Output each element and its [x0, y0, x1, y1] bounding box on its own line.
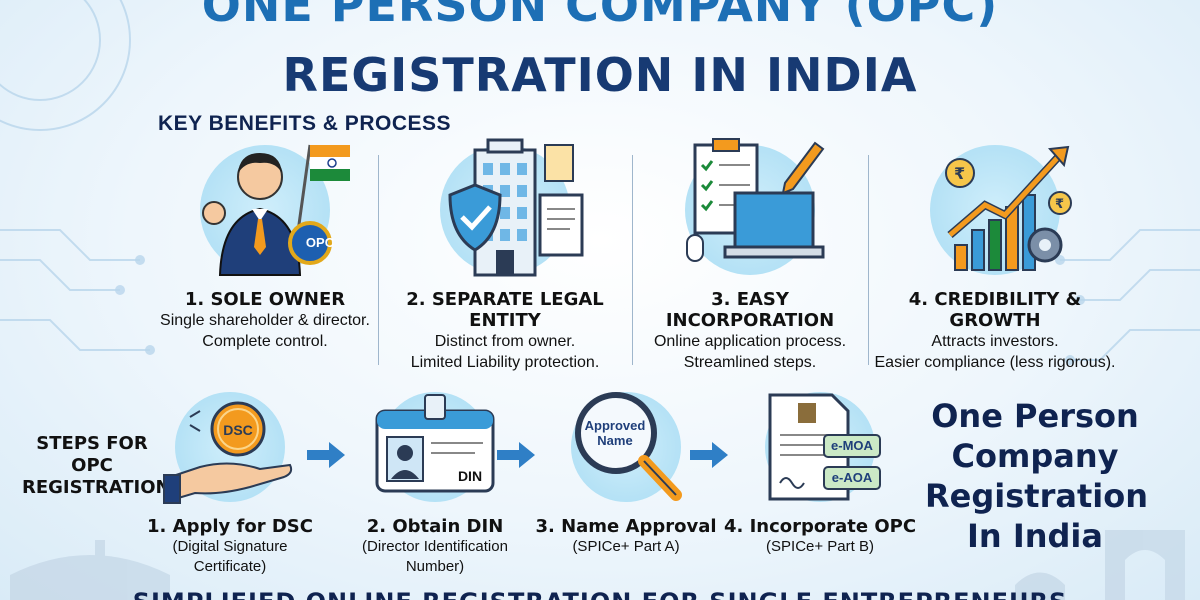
benefit-title: 1. SOLE OWNER — [184, 289, 346, 310]
benefit-easy-incorporation: 3. EASY INCORPORATION Online application… — [625, 138, 875, 373]
step-icon-circle: DSC — [163, 392, 293, 504]
benefit-desc-line1: Online application process. — [653, 333, 847, 350]
step-desc-line2: Certificate) — [193, 558, 267, 575]
step-arrow-icon — [690, 442, 728, 468]
steps-heading: STEPS FOR OPC REGISTRATION — [22, 433, 171, 498]
id-card-icon — [375, 394, 495, 493]
step-icon-circle: DIN — [375, 392, 495, 502]
benefit-credibility-growth: ₹ ₹ 4. CREDIBILITY & GROWTH Attracts inv… — [870, 145, 1120, 373]
step-arrow-icon — [497, 442, 535, 468]
step-obtain-din: DIN 2. Obtain DIN (Director Identificati… — [335, 392, 535, 577]
benefit-title: 3. EASY INCORPORATION — [665, 289, 835, 331]
side-title: One Person Company Registration In India — [925, 396, 1148, 556]
laptop-checklist-icon — [686, 138, 825, 262]
step-title: 1. Apply for DSC — [147, 516, 313, 537]
din-badge: DIN — [457, 468, 483, 484]
step-name-approval: Approved Name 3. Name Approval (SPICe+ P… — [526, 392, 726, 557]
hand-dsc-coin-icon — [163, 401, 293, 504]
svg-text:₹: ₹ — [954, 164, 965, 183]
benefit-desc-line2: Limited Liability protection. — [410, 354, 600, 371]
benefits-heading: KEY BENEFITS & PROCESS — [158, 112, 452, 135]
page-title-line2: REGISTRATION IN INDIA — [282, 48, 918, 102]
step-desc-line1: (Director Identification — [362, 538, 508, 555]
step-desc-line1: (Digital Signature — [172, 538, 288, 555]
certificate-icon — [768, 393, 881, 501]
benefit-title: 2. SEPARATE LEGAL ENTITY — [406, 289, 604, 331]
benefit-desc-line1: Attracts investors. — [931, 333, 1059, 350]
benefit-title: 4. CREDIBILITY & GROWTH — [908, 289, 1082, 331]
benefit-icon-circle: OPC — [200, 144, 350, 276]
svg-text:₹: ₹ — [1055, 197, 1064, 212]
divider — [868, 155, 869, 365]
side-title-line3: Registration — [925, 477, 1148, 515]
divider — [378, 155, 379, 365]
step-arrow-icon — [307, 442, 345, 468]
side-title-line4: In India — [967, 517, 1103, 555]
opc-badge: OPC — [305, 235, 335, 250]
benefit-desc-line2: Easier compliance (less rigorous). — [874, 354, 1116, 371]
businessman-flag-icon — [202, 144, 350, 276]
footer-tagline: SIMPLIFIED ONLINE REGISTRATION FOR SINGL… — [0, 588, 1200, 600]
benefit-desc-line1: Single shareholder & director. — [160, 312, 370, 329]
step-title: 4. Incorporate OPC — [723, 516, 917, 537]
side-title-line1: One Person — [931, 397, 1139, 435]
page-title-line1: ONE PERSON COMPANY (OPC) — [201, 0, 999, 32]
step-title: 3. Name Approval — [535, 516, 717, 537]
building-shield-icon — [448, 138, 584, 277]
divider — [632, 155, 633, 365]
benefit-separate-legal-entity: 2. SEPARATE LEGAL ENTITY Distinct from o… — [380, 138, 630, 373]
step-title: 2. Obtain DIN — [366, 516, 504, 537]
benefit-icon-circle — [440, 138, 584, 277]
benefit-desc-line2: Complete control. — [202, 333, 328, 350]
e-moa-badge: e-MOA — [831, 438, 873, 453]
step-desc-line2: Number) — [405, 558, 465, 575]
benefit-desc-line2: Streamlined steps. — [683, 354, 817, 371]
approved-name-badge: Approved Name — [584, 418, 646, 448]
dsc-badge: DSC — [223, 422, 253, 438]
step-incorporate-opc: e-MOA e-AOA 4. Incorporate OPC (SPICe+ P… — [720, 392, 920, 557]
magnifier-icon — [575, 392, 682, 501]
growth-chart-icon: ₹ ₹ — [945, 145, 1072, 271]
step-desc-line1: (SPICe+ Part A) — [572, 538, 680, 555]
benefit-desc-line1: Distinct from owner. — [434, 333, 576, 350]
e-aoa-badge: e-AOA — [831, 470, 873, 485]
step-apply-dsc: DSC 1. Apply for DSC (Digital Signature … — [130, 392, 330, 577]
step-icon-circle: e-MOA e-AOA — [765, 392, 881, 502]
benefit-sole-owner: OPC 1. SOLE OWNER Single shareholder & d… — [140, 144, 390, 352]
side-title-line2: Company — [951, 437, 1119, 475]
benefit-icon-circle — [685, 138, 825, 275]
benefit-icon-circle: ₹ ₹ — [930, 145, 1072, 275]
step-desc-line1: (SPICe+ Part B) — [766, 538, 874, 555]
step-icon-circle: Approved Name — [571, 392, 682, 502]
